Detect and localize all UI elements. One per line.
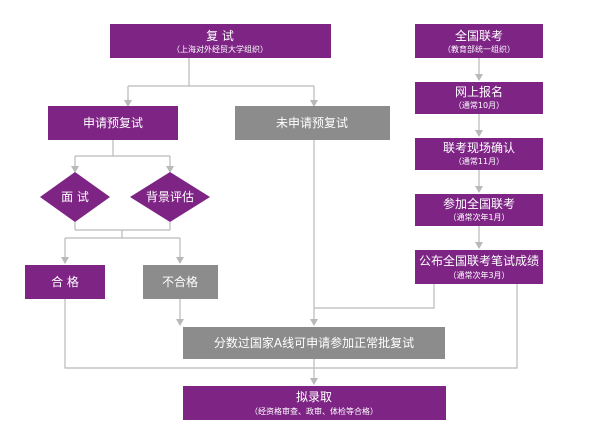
pass-title: 合 格 [51, 274, 79, 289]
node-national-line-retest: 分数过国家A线可申请参加正常批复试 [183, 327, 445, 359]
node-interview: 面 试 [40, 172, 110, 222]
background-eval-diamond [130, 172, 210, 222]
national-line-retest-box [183, 327, 445, 359]
onsite-confirmation-box [415, 138, 543, 170]
publish-scores-subtitle: （通常次年3月） [448, 270, 509, 280]
node-online-registration: 网上报名 （通常10月） [415, 82, 543, 114]
publish-scores-title: 公布全国联考笔试成绩 [419, 253, 539, 268]
online-registration-box [415, 82, 543, 114]
national-line-retest-title: 分数过国家A线可申请参加正常批复试 [214, 335, 414, 350]
node-pre-apply: 申请预复试 [48, 106, 178, 140]
onsite-confirmation-subtitle: （通常11月） [454, 156, 504, 166]
interview-title: 面 试 [61, 189, 89, 204]
pre-apply-title: 申请预复试 [83, 115, 143, 130]
retest-subtitle: （上海对外经贸大学组织） [172, 44, 268, 54]
connector-scores-to-admission-path [314, 284, 518, 369]
node-fail: 不合格 [143, 265, 218, 299]
joint-exam-box [415, 24, 543, 58]
connector-scores-to-line [314, 284, 435, 309]
no-pre-apply-title: 未申请预复试 [276, 115, 348, 130]
node-joint-exam: 全国联考 （教育部统一组织） [415, 24, 543, 58]
admission-title: 拟录取 [296, 390, 332, 404]
pass-box [25, 265, 105, 299]
onsite-confirmation-title: 联考现场确认 [443, 141, 515, 155]
connector-pass-to-admission [64, 299, 314, 369]
admission-subtitle: （经资格审查、政审、体检等合格） [250, 406, 378, 416]
node-onsite-confirmation: 联考现场确认 （通常11月） [415, 138, 543, 170]
no-pre-apply-box [235, 106, 390, 140]
connector-assessment-join [65, 222, 180, 239]
retest-box [110, 24, 331, 58]
attend-exam-title: 参加全国联考 [443, 196, 515, 211]
retest-title: 复 试 [206, 28, 234, 43]
node-attend-exam: 参加全国联考 （通常次年1月） [415, 194, 543, 226]
connectors [61, 58, 518, 385]
attend-exam-box [415, 194, 543, 226]
connector-retest-split [128, 58, 314, 87]
publish-scores-box [415, 250, 543, 284]
admission-box [183, 386, 446, 420]
node-background-eval: 背景评估 [130, 172, 210, 222]
joint-exam-title: 全国联考 [455, 28, 503, 43]
pre-apply-box [48, 106, 178, 140]
node-publish-scores: 公布全国联考笔试成绩 （通常次年3月） [415, 250, 543, 284]
joint-exam-subtitle: （教育部统一组织） [443, 44, 515, 54]
node-no-pre-apply: 未申请预复试 [235, 106, 390, 140]
connector-pre-apply-split [75, 140, 170, 157]
interview-diamond [40, 172, 110, 222]
fail-box [143, 265, 218, 299]
node-admission: 拟录取 （经资格审查、政审、体检等合格） [183, 386, 446, 420]
node-retest: 复 试 （上海对外经贸大学组织） [110, 24, 331, 58]
background-eval-title: 背景评估 [146, 190, 194, 204]
attend-exam-subtitle: （通常次年1月） [448, 212, 509, 222]
node-pass: 合 格 [25, 265, 105, 299]
fail-title: 不合格 [162, 274, 198, 289]
online-registration-title: 网上报名 [455, 84, 503, 99]
online-registration-subtitle: （通常10月） [454, 100, 504, 110]
